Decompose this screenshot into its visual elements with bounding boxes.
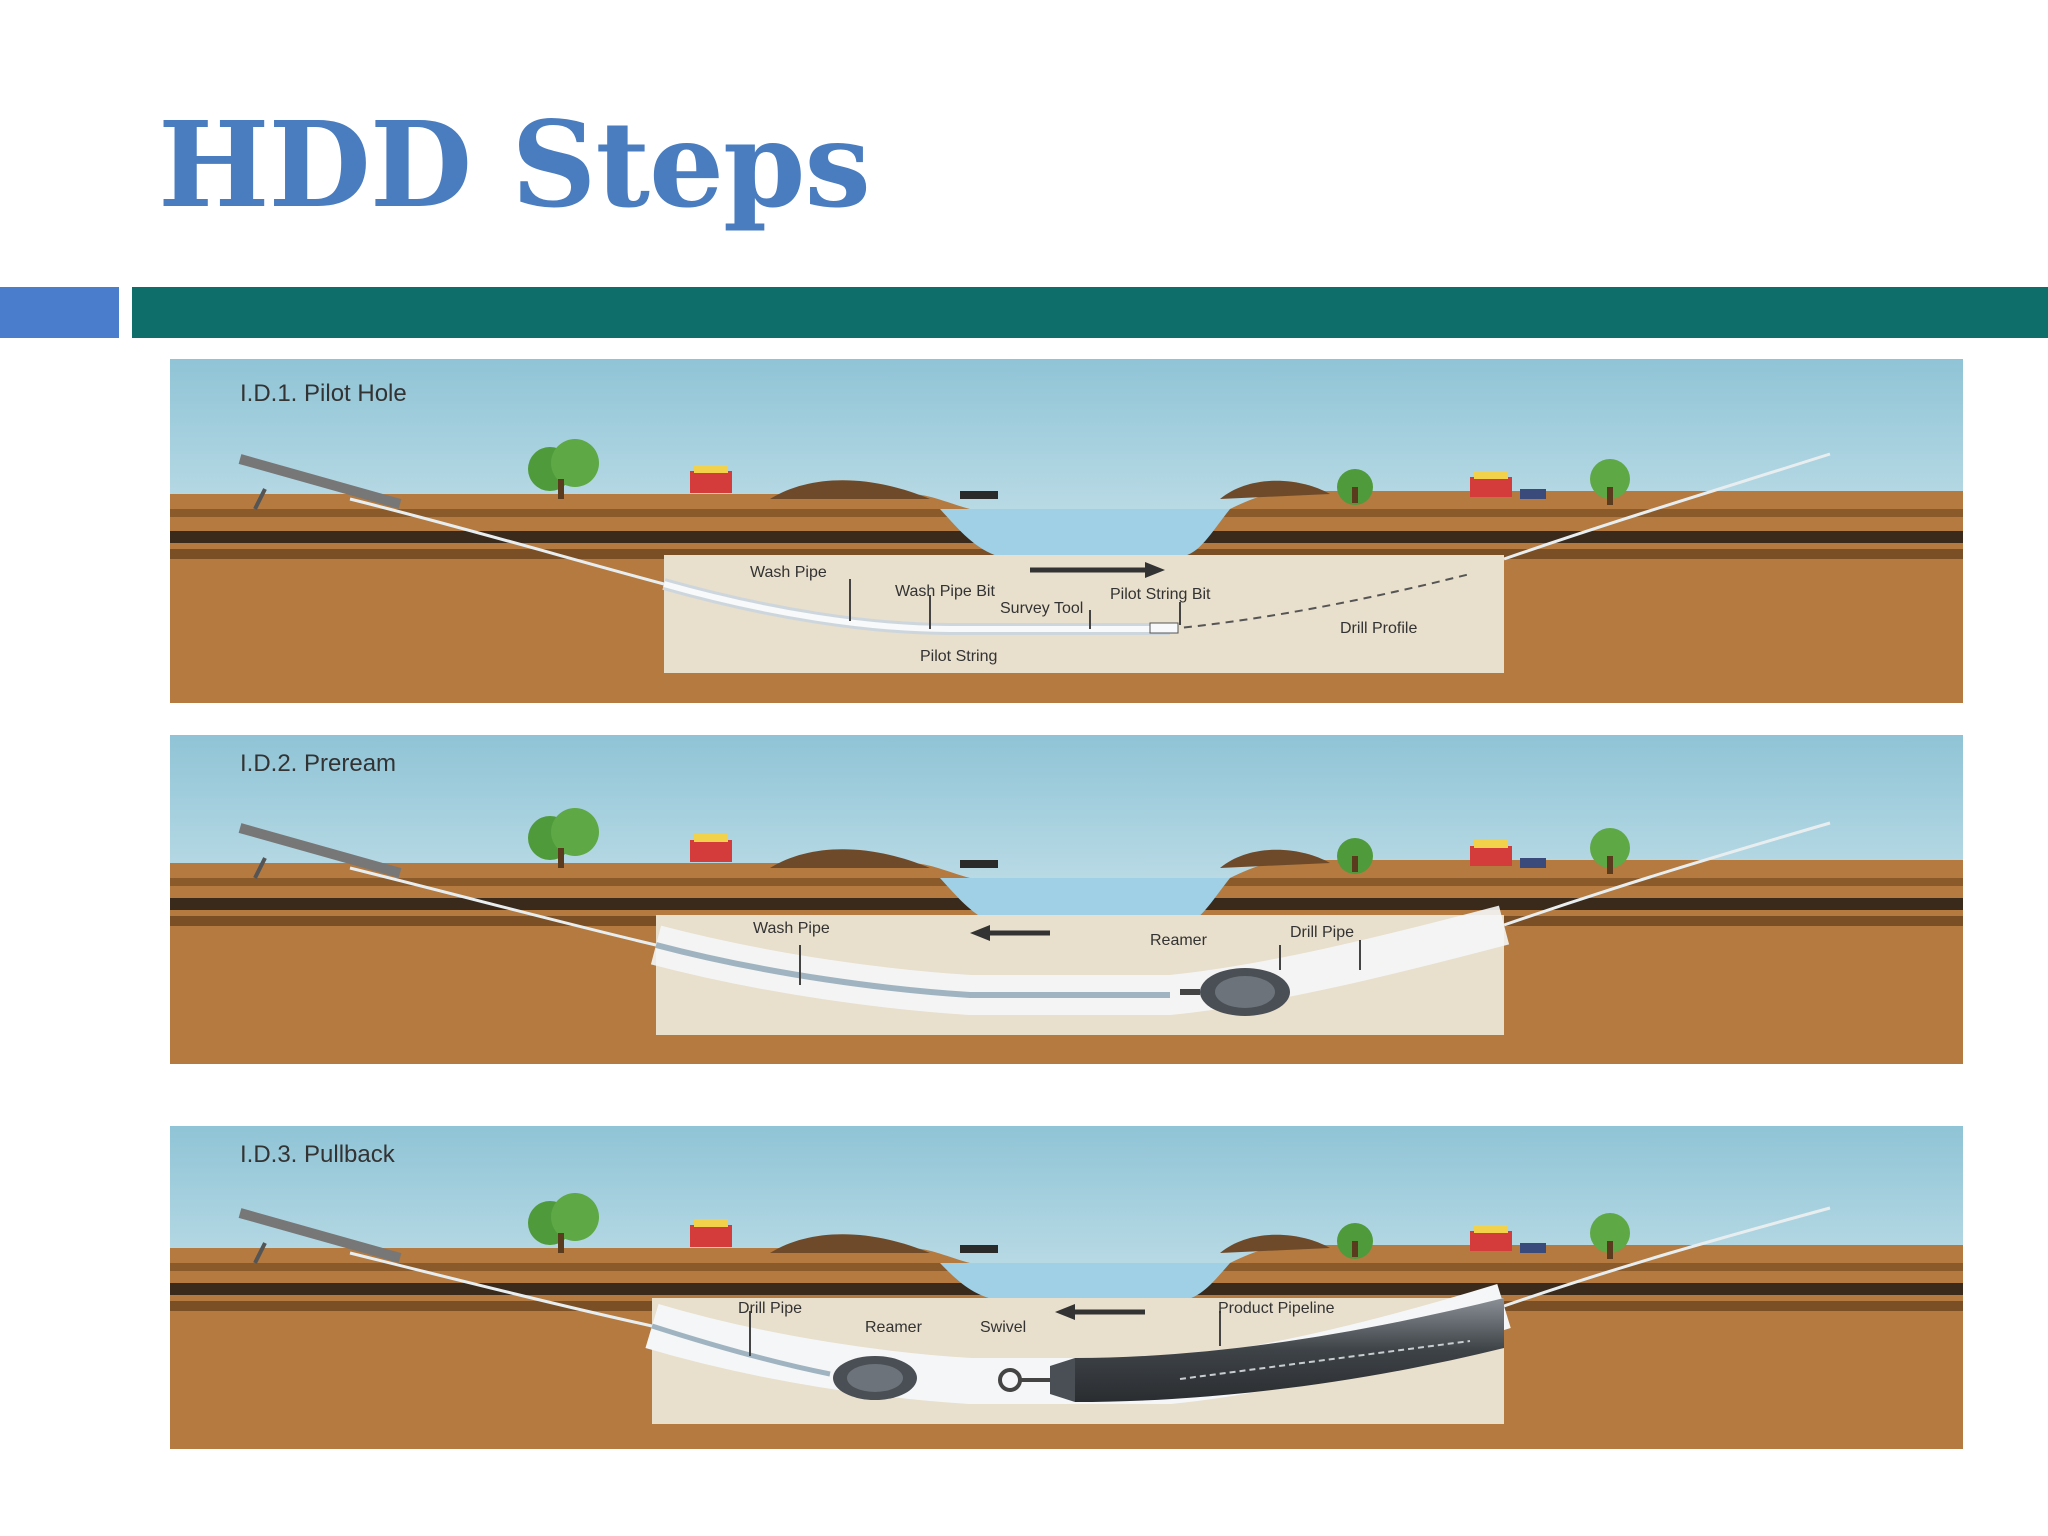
panel-heading: I.D.3. Pullback [240, 1141, 396, 1168]
label-wash-pipe-bit: Wash Pipe Bit [895, 583, 995, 600]
label-reamer: Reamer [865, 1319, 923, 1336]
label-pilot-string-bit: Pilot String Bit [1110, 586, 1211, 603]
label-pilot-string: Pilot String [920, 648, 997, 665]
label-survey-tool: Survey Tool [1000, 600, 1083, 617]
panel-preream: I.D.2. Preream Wash Pipe Reamer Drill Pi… [170, 735, 1963, 1064]
label-drill-pipe: Drill Pipe [738, 1300, 802, 1317]
accent-bar-blue [0, 287, 119, 338]
label-wash-pipe: Wash Pipe [750, 564, 827, 581]
panel-pilot-hole: I.D.1. Pilot Hole Wash Pipe Wash Pipe Bi… [170, 359, 1963, 703]
label-drill-profile: Drill Profile [1340, 620, 1417, 637]
slide-title: HDD Steps [158, 95, 871, 234]
label-drill-pipe: Drill Pipe [1290, 924, 1354, 941]
label-product-pipeline: Product Pipeline [1218, 1300, 1335, 1317]
panel-heading: I.D.1. Pilot Hole [240, 380, 407, 407]
panel-pullback: I.D.3. Pullback Drill Pipe Reamer Swivel… [170, 1126, 1963, 1449]
accent-bar-teal [132, 287, 2048, 338]
label-swivel: Swivel [980, 1319, 1026, 1336]
panel-heading: I.D.2. Preream [240, 750, 396, 777]
label-reamer: Reamer [1150, 932, 1208, 949]
label-wash-pipe: Wash Pipe [753, 920, 830, 937]
